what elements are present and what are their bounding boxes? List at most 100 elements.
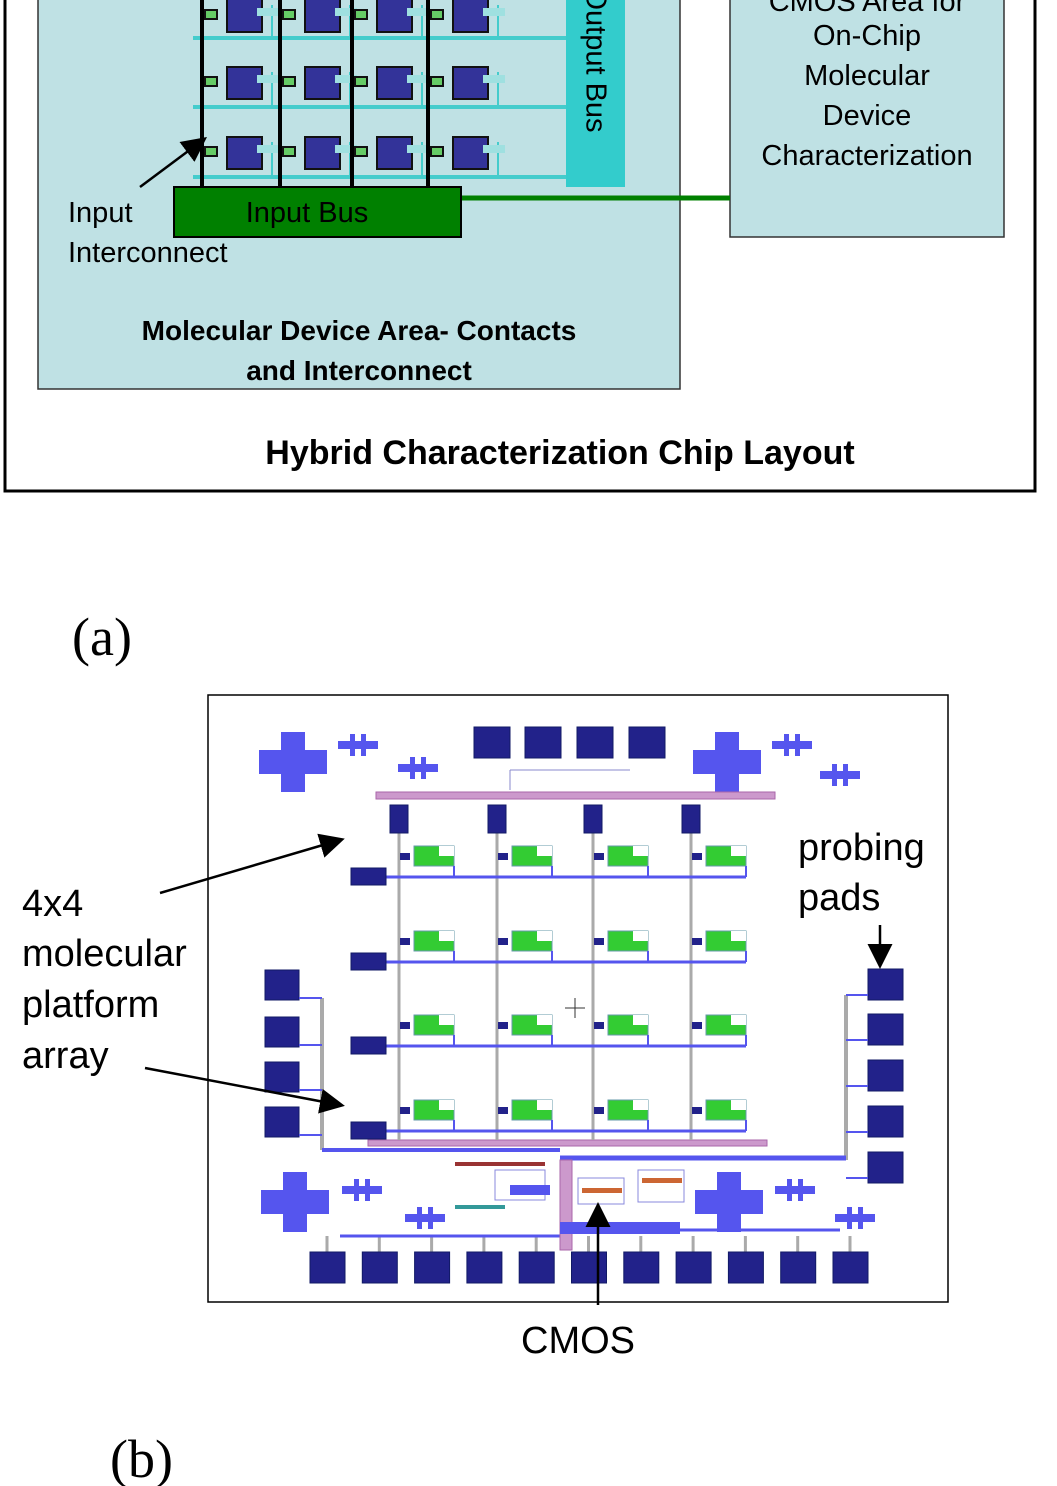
molecular-device-pad: [226, 0, 263, 33]
alignment-tick-mark: [417, 1207, 422, 1229]
platform-overlay: [537, 846, 552, 856]
molecular-area-label-1: Molecular Device Area- Contacts: [141, 315, 577, 346]
alignment-tick-mark: [784, 734, 789, 756]
device-input-contact: [354, 146, 368, 157]
output-bus: [566, 0, 625, 187]
platform-contact: [400, 938, 410, 945]
platform-contact: [692, 938, 702, 945]
platform-contact: [498, 853, 508, 860]
platform-contact: [594, 938, 604, 945]
probing-label-1: probing: [798, 827, 925, 869]
molecular-device-pad: [452, 136, 489, 170]
probing-pad: [576, 726, 614, 759]
platform-overlay: [439, 1100, 454, 1110]
probing-pad: [264, 1016, 300, 1048]
alignment-tick-mark: [428, 1207, 433, 1229]
alignment-tick-mark: [365, 1179, 370, 1201]
molecular-device-pad: [452, 66, 489, 100]
device-output-contact: [257, 145, 279, 153]
probing-pad: [361, 1251, 398, 1284]
alignment-tick-mark: [410, 757, 415, 779]
device-input-contact: [430, 9, 444, 20]
platform-contact: [594, 1107, 604, 1114]
alignment-tick-mark: [798, 1179, 803, 1201]
cmos-area-label-4: Device: [822, 100, 912, 132]
probing-pad: [623, 1251, 660, 1284]
probing-pad: [681, 804, 701, 834]
alignment-tick-mark: [361, 734, 366, 756]
platform-overlay: [439, 931, 454, 941]
alignment-tick-mark: [342, 1186, 382, 1194]
alignment-tick-mark: [350, 734, 355, 756]
probing-pad: [389, 804, 409, 834]
device-input-contact: [204, 146, 218, 157]
platform-overlay: [439, 1015, 454, 1025]
device-output-contact: [483, 8, 505, 16]
alignment-tick-mark: [843, 764, 848, 786]
device-output-contact: [335, 145, 357, 153]
device-input-contact: [430, 146, 444, 157]
platform-contact: [498, 938, 508, 945]
device-input-contact: [354, 76, 368, 87]
device-output-contact: [407, 8, 429, 16]
device-input-contact: [282, 9, 296, 20]
array-label-4: array: [22, 1035, 109, 1077]
molecular-device-pad: [304, 0, 341, 33]
cmos-transistors: [582, 1188, 622, 1193]
device-output-contact: [257, 75, 279, 83]
device-output-contact: [483, 145, 505, 153]
device-input-contact: [204, 76, 218, 87]
probing-pad: [350, 1036, 387, 1055]
output-bus-label: Output Bus: [579, 0, 612, 133]
device-output-contact: [483, 75, 505, 83]
platform-overlay: [633, 1100, 648, 1110]
device-input-contact: [430, 76, 444, 87]
array-arrow-top: [159, 833, 345, 895]
probing-pad: [628, 726, 666, 759]
cmos-resistor: [455, 1162, 545, 1166]
molecular-area-label-2: and Interconnect: [246, 355, 472, 386]
probing-pad: [867, 968, 904, 1001]
molecular-device-pad: [226, 136, 263, 170]
alignment-tick-mark: [338, 741, 378, 749]
alignment-tick-mark: [775, 1186, 815, 1194]
alignment-cross-mark: [715, 732, 739, 792]
platform-contact: [400, 1107, 410, 1114]
alignment-tick-mark: [421, 757, 426, 779]
platform-overlay: [731, 931, 746, 941]
probing-pad: [487, 804, 507, 834]
alignment-tick-mark: [820, 771, 860, 779]
probing-pad: [466, 1251, 503, 1284]
device-output-contact: [335, 8, 357, 16]
probing-pad: [583, 804, 603, 834]
probing-pad: [414, 1251, 451, 1284]
cmos-block: [510, 1185, 550, 1195]
device-output-contact: [407, 145, 429, 153]
device-output-contact: [407, 75, 429, 83]
probing-pad: [867, 1059, 904, 1092]
input-bus-label: Input Bus: [245, 197, 369, 229]
device-output-contact: [257, 8, 279, 16]
molecular-device-pad: [304, 136, 341, 170]
platform-overlay: [731, 1100, 746, 1110]
alignment-cross-mark: [283, 1172, 307, 1232]
device-input-contact: [204, 9, 218, 20]
cmos-label: CMOS: [521, 1320, 635, 1362]
cmos-area-label-5: Characterization: [761, 140, 973, 172]
probing-pad: [867, 1151, 904, 1184]
input-bus: [173, 186, 462, 238]
alignment-tick-mark: [398, 764, 438, 772]
probing-pad: [867, 1013, 904, 1046]
alignment-tick-mark: [858, 1207, 863, 1229]
alignment-tick-mark: [835, 1214, 875, 1222]
top-bus-bar: [375, 791, 776, 800]
platform-overlay: [537, 1100, 552, 1110]
platform-overlay: [537, 931, 552, 941]
platform-overlay: [633, 1015, 648, 1025]
device-input-contact: [282, 146, 296, 157]
array-arrow-bottom: [144, 1066, 345, 1114]
platform-overlay: [537, 1015, 552, 1025]
device-input-contact: [354, 9, 368, 20]
